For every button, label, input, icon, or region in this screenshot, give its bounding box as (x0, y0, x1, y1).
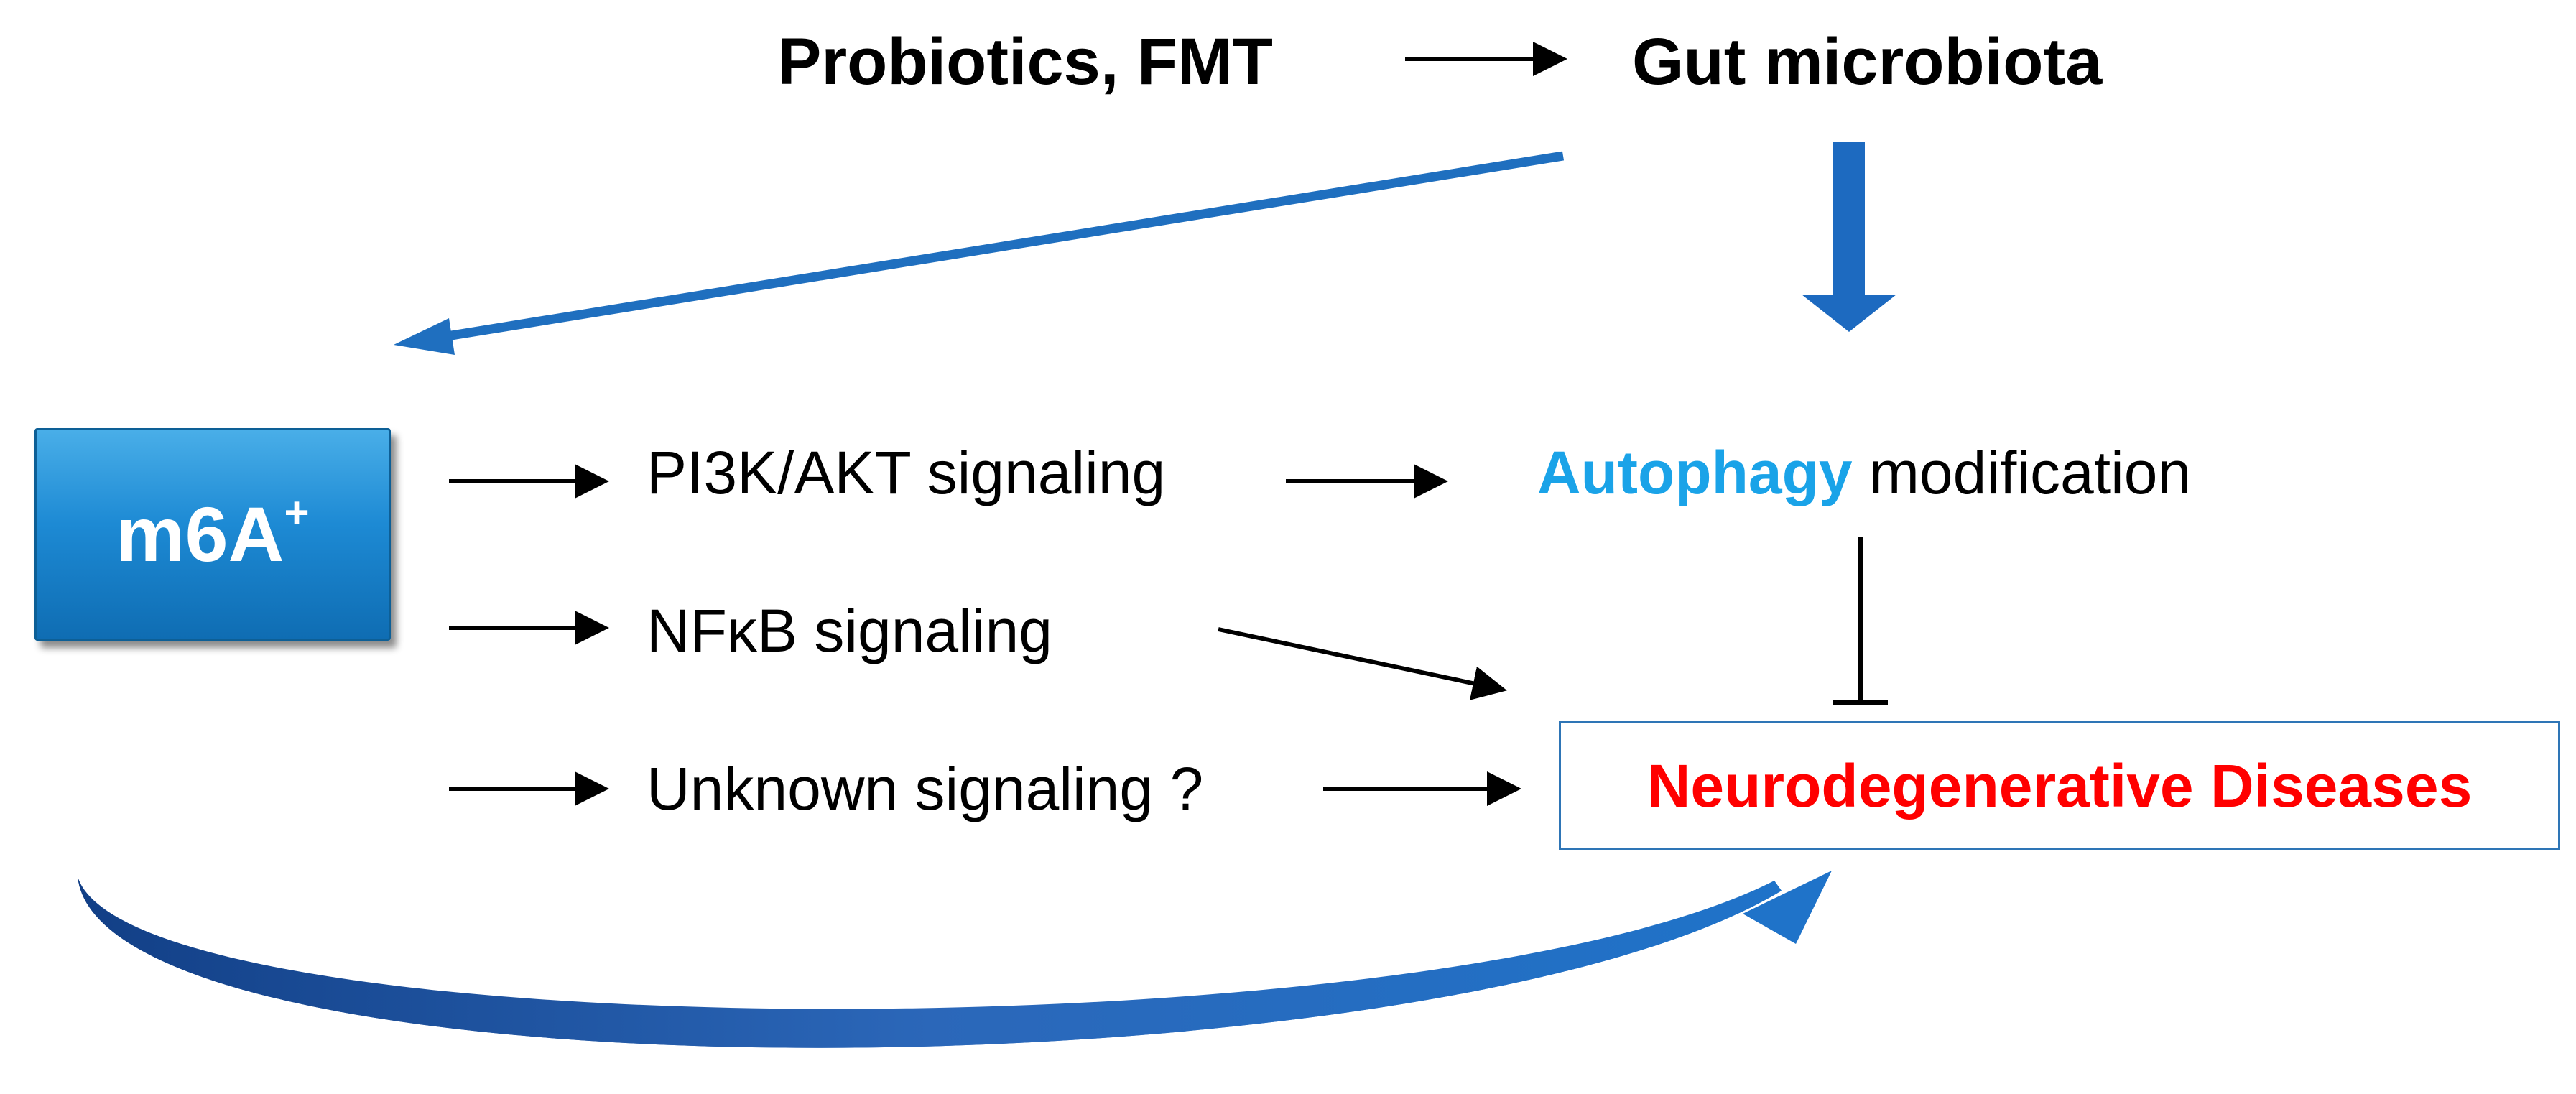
m6a-superscript: + (284, 488, 310, 537)
m6a-text: m6A (116, 491, 284, 578)
arrowhead-gut-to-m6a (394, 318, 455, 355)
arrow-m6a-curve-to-neuro (78, 871, 1832, 1048)
nfkb-signaling-label: NFκB signaling (647, 597, 1052, 664)
autophagy-highlight: Autophagy (1537, 439, 1853, 506)
arrow-nfkb-to-neuro (1218, 627, 1507, 700)
pi3k-akt-signaling-label: PI3K/AKT signaling (647, 439, 1166, 506)
arrow-gut-to-m6a (441, 151, 1565, 342)
inhibition-autophagy-to-neuro (1833, 537, 1888, 705)
neurodegenerative-diseases-node: Neurodegenerative Diseases (1559, 721, 2560, 850)
unknown-signaling-label: Unknown signaling ? (647, 755, 1204, 822)
probiotics-fmt-label: Probiotics, FMT (777, 25, 1273, 98)
autophagy-modification-label: Autophagy modification (1537, 442, 2191, 503)
m6a-node: m6A+ (34, 428, 391, 641)
autophagy-rest: modification (1852, 439, 2192, 506)
neurodegenerative-diseases-label: Neurodegenerative Diseases (1646, 752, 2473, 820)
arrow-gut-to-autophagy (1802, 142, 1896, 332)
m6a-label: m6A+ (116, 491, 309, 573)
gut-microbiota-label: Gut microbiota (1632, 25, 2103, 98)
